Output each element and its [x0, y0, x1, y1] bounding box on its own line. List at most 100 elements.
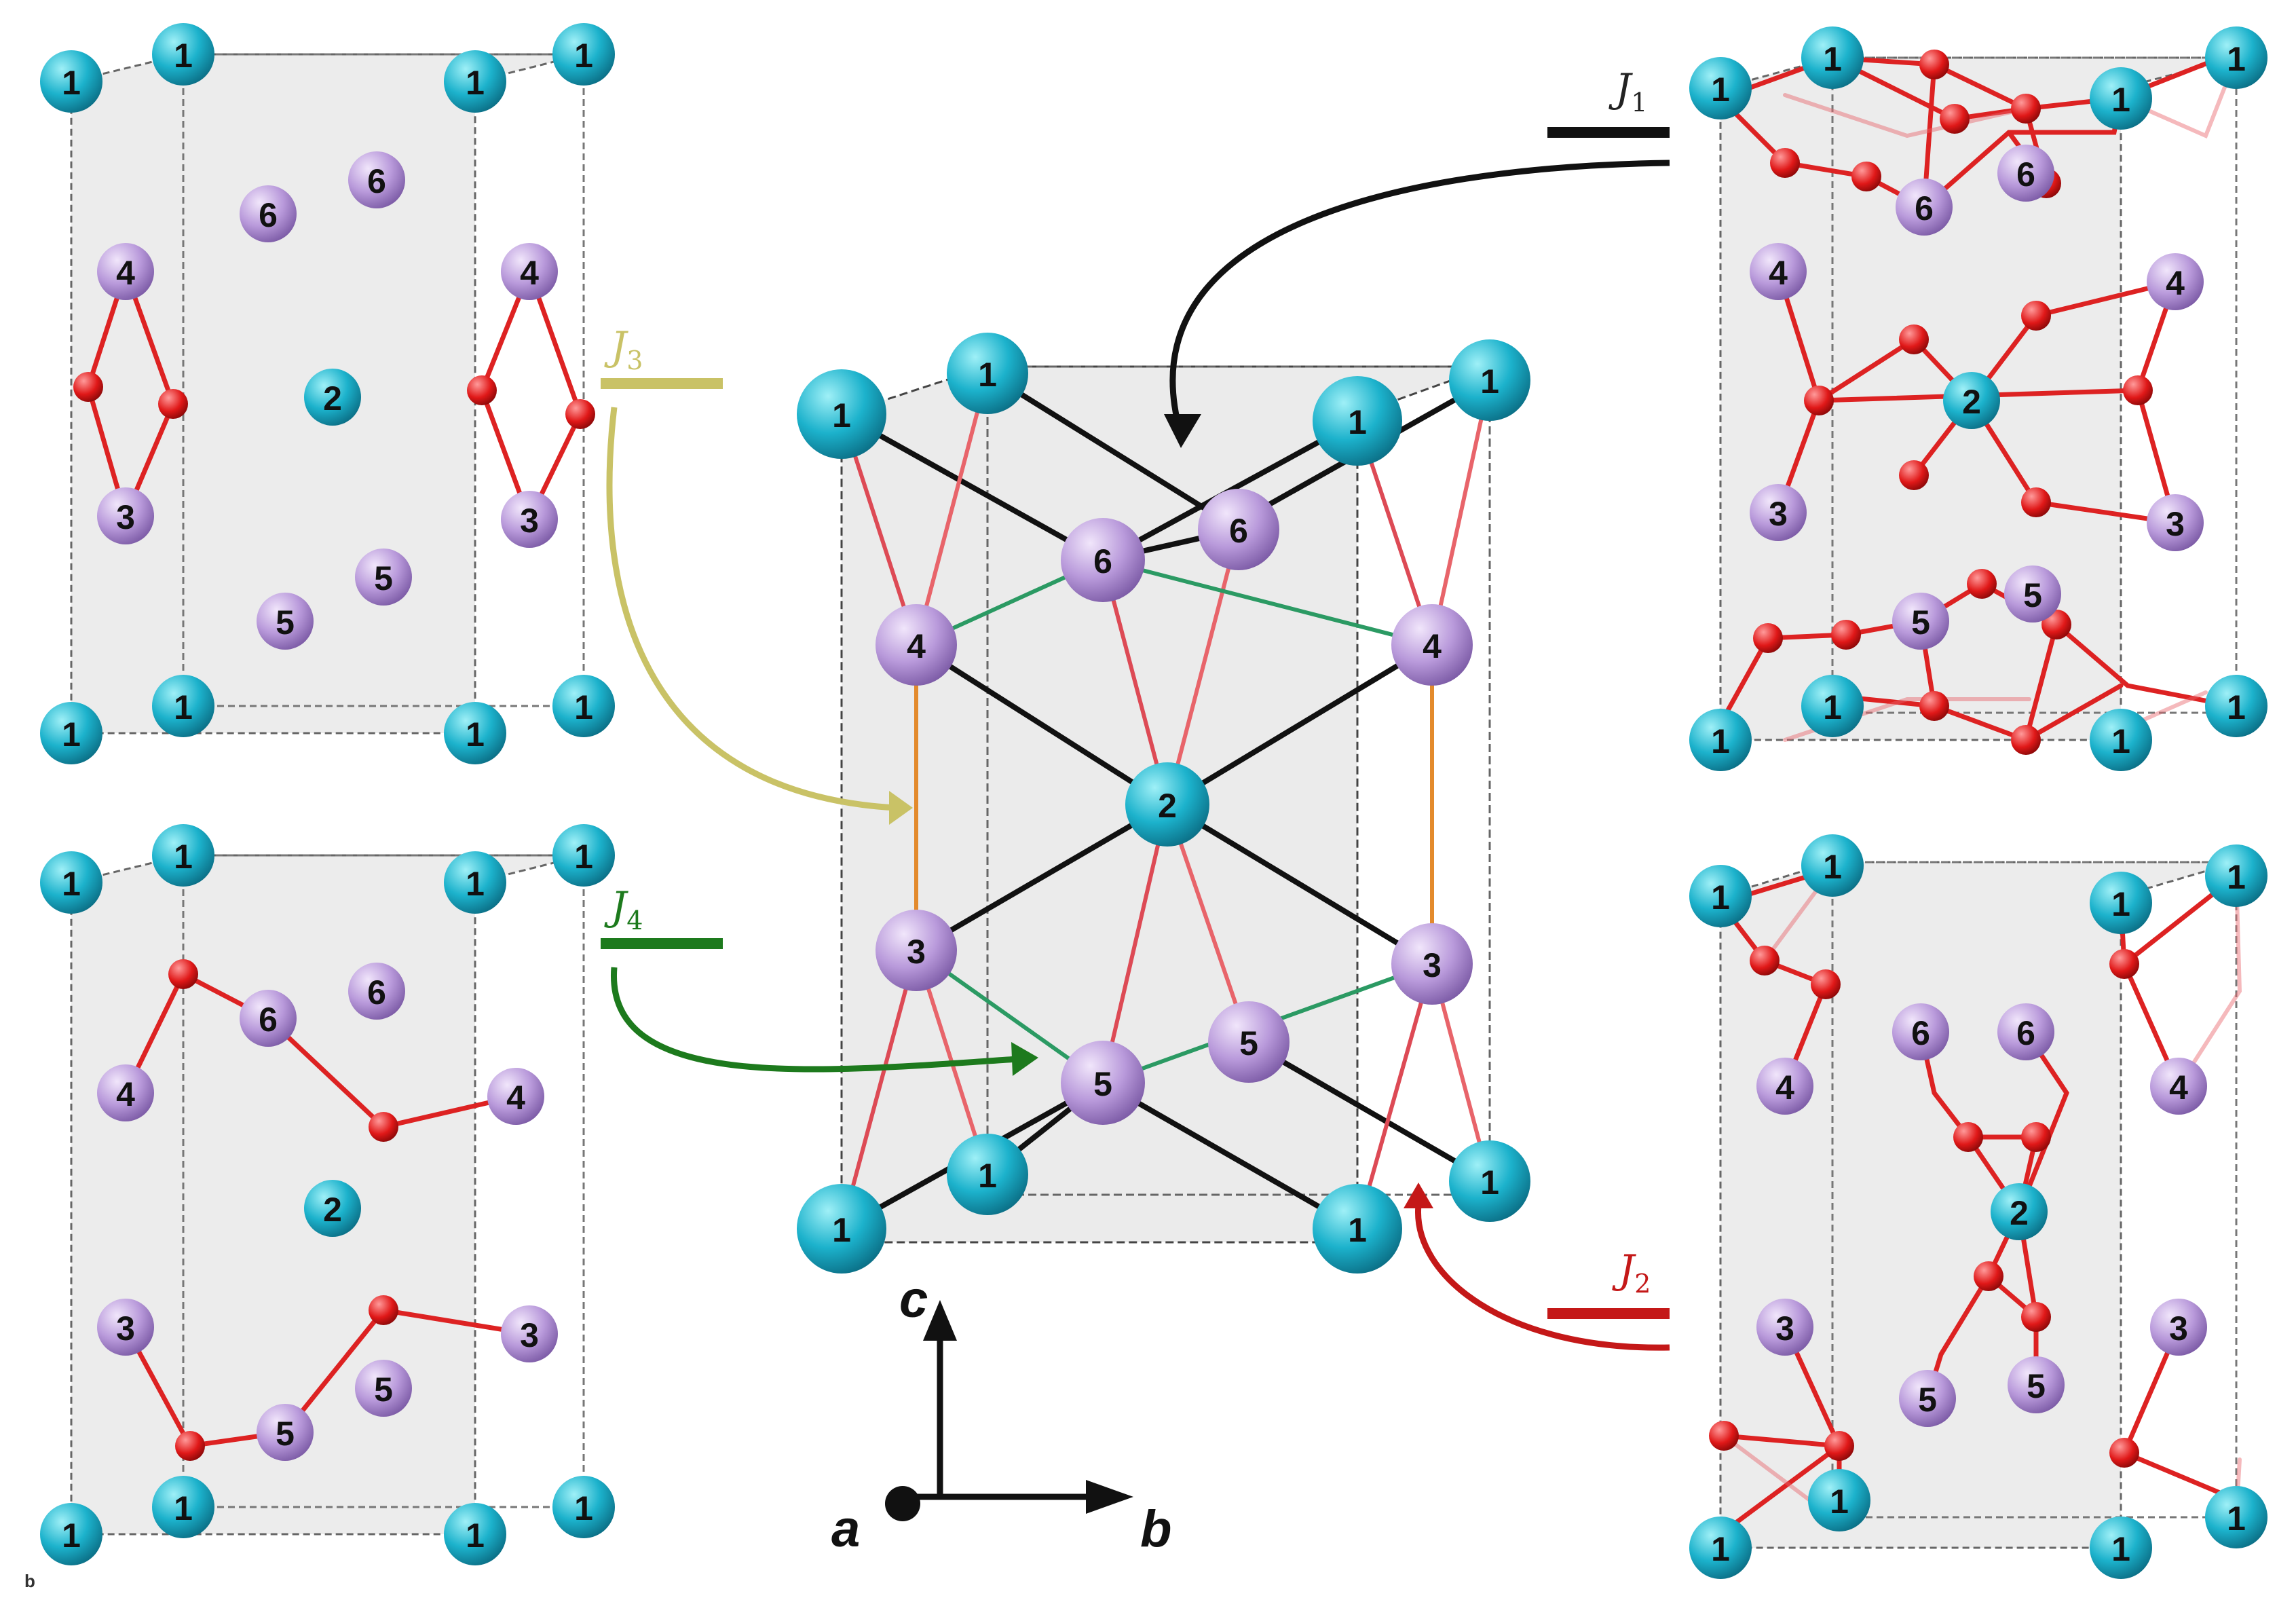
atom-sphere — [1689, 1517, 1752, 1579]
oxygen-atom — [369, 1112, 398, 1142]
atom-sphere — [1689, 57, 1752, 119]
atom-site-label: 1 — [1480, 363, 1499, 401]
zinc-atom: 4 — [1750, 243, 1807, 300]
atom-site-label: 1 — [1711, 71, 1730, 109]
zinc-atom: 6 — [240, 185, 297, 242]
atom-site-label: 1 — [1823, 688, 1842, 726]
atom-sphere — [1449, 1140, 1530, 1222]
oxygen-atom — [1899, 460, 1929, 490]
atom-site-label: 4 — [1775, 1068, 1794, 1107]
atom-site-label: 2 — [323, 1191, 342, 1229]
atom-sphere — [40, 851, 102, 914]
atom-sphere — [1313, 376, 1402, 466]
zinc-atom: 3 — [501, 491, 558, 548]
copper-atom: 1 — [40, 851, 102, 914]
zinc-atom: 4 — [501, 243, 558, 300]
atom-site-label: 1 — [174, 838, 193, 876]
zinc-atom: 3 — [1391, 923, 1473, 1005]
atom-site-label: 4 — [506, 1079, 525, 1117]
atom-sphere — [1061, 1041, 1145, 1125]
atom-site-label: 6 — [259, 1001, 278, 1039]
atom-sphere — [487, 1068, 544, 1125]
oxygen-atom — [1974, 1261, 2003, 1291]
atom-sphere — [1689, 709, 1752, 771]
atom-site-label: 5 — [2027, 1367, 2046, 1405]
zinc-atom: 5 — [355, 549, 412, 606]
zinc-atom: 4 — [876, 604, 957, 686]
atom-sphere — [444, 50, 506, 113]
atom-sphere — [152, 824, 214, 887]
oxygen-atom — [1750, 946, 1780, 975]
j3-arrow — [606, 407, 897, 811]
copper-atom: 1 — [40, 50, 102, 113]
atom-sphere — [240, 990, 297, 1047]
zinc-atom: 6 — [240, 990, 297, 1047]
atom-sphere — [1997, 145, 2054, 202]
atom-site-label: 5 — [2023, 576, 2042, 614]
atom-sphere — [552, 675, 615, 737]
atom-site-label: 2 — [1962, 383, 1981, 421]
j1-arrowhead — [1164, 414, 1201, 448]
copper-atom: 1 — [552, 23, 615, 86]
atom-sphere — [2147, 253, 2204, 310]
atom-sphere — [1750, 484, 1807, 541]
atom-site-label: 6 — [1915, 189, 1934, 227]
copper-atom: 1 — [40, 1503, 102, 1565]
zinc-atom: 5 — [257, 1404, 314, 1461]
atom-site-label: 5 — [276, 1415, 295, 1453]
atom-site-label: 1 — [978, 1157, 997, 1195]
atom-sphere — [1449, 339, 1530, 421]
atom-sphere — [355, 549, 412, 606]
j1-arrow — [1169, 160, 1670, 436]
atom-site-label: 1 — [1480, 1164, 1499, 1202]
j3-label: J3 — [604, 323, 643, 375]
b-axis-label: b — [1140, 1500, 1171, 1558]
zinc-atom: 3 — [2150, 1299, 2207, 1356]
copper-atom: 1 — [2205, 26, 2267, 89]
atom-sphere — [240, 185, 297, 242]
atom-sphere — [1801, 675, 1864, 737]
atom-sphere — [97, 487, 154, 544]
atom-site-label: 1 — [832, 396, 851, 434]
oxygen-atom — [1940, 104, 1970, 134]
atom-sphere — [2004, 565, 2061, 622]
atom-sphere — [552, 1476, 615, 1538]
atom-sphere — [2150, 1299, 2207, 1356]
j3-arrowhead — [889, 791, 913, 825]
zinc-atom: 3 — [97, 1299, 154, 1356]
c-axis-label: c — [899, 1271, 928, 1328]
atom-site-label: 1 — [1348, 1211, 1367, 1249]
copper-atom: 1 — [1689, 865, 1752, 927]
zinc-atom: 6 — [1896, 179, 1953, 236]
oxygen-atoms — [73, 50, 2153, 1468]
atom-sphere — [40, 702, 102, 764]
atom-site-label: 1 — [2111, 1530, 2130, 1568]
atom-sphere — [348, 151, 405, 208]
atom-site-label: 1 — [574, 688, 593, 726]
atom-site-label: 6 — [2016, 155, 2035, 193]
atom-sphere — [1756, 1299, 1813, 1356]
atom-sphere — [257, 1404, 314, 1461]
atom-sphere — [2090, 67, 2152, 130]
atom-sphere — [501, 243, 558, 300]
atom-site-label: 1 — [62, 1517, 81, 1555]
atom-site-label: 5 — [374, 559, 393, 597]
atom-sphere — [876, 910, 957, 991]
atom-sphere — [1750, 243, 1807, 300]
atom-sphere — [1313, 1184, 1402, 1274]
atom-site-label: 5 — [1911, 603, 1930, 642]
atom-site-label: 3 — [907, 933, 926, 971]
c-axis-arrowhead — [923, 1300, 957, 1341]
copper-atom: 1 — [947, 1134, 1028, 1215]
atom-site-label: 5 — [276, 603, 295, 642]
zinc-atom: 5 — [2004, 565, 2061, 622]
atom-sphere — [152, 1476, 214, 1538]
zinc-atom: 3 — [501, 1305, 558, 1362]
bond-j3-ring-right — [479, 269, 583, 525]
atom-site-label: 1 — [2227, 858, 2246, 896]
atom-sphere — [797, 1184, 886, 1274]
atom-site-label: 4 — [2166, 264, 2185, 302]
copper-atom: 1 — [444, 702, 506, 764]
